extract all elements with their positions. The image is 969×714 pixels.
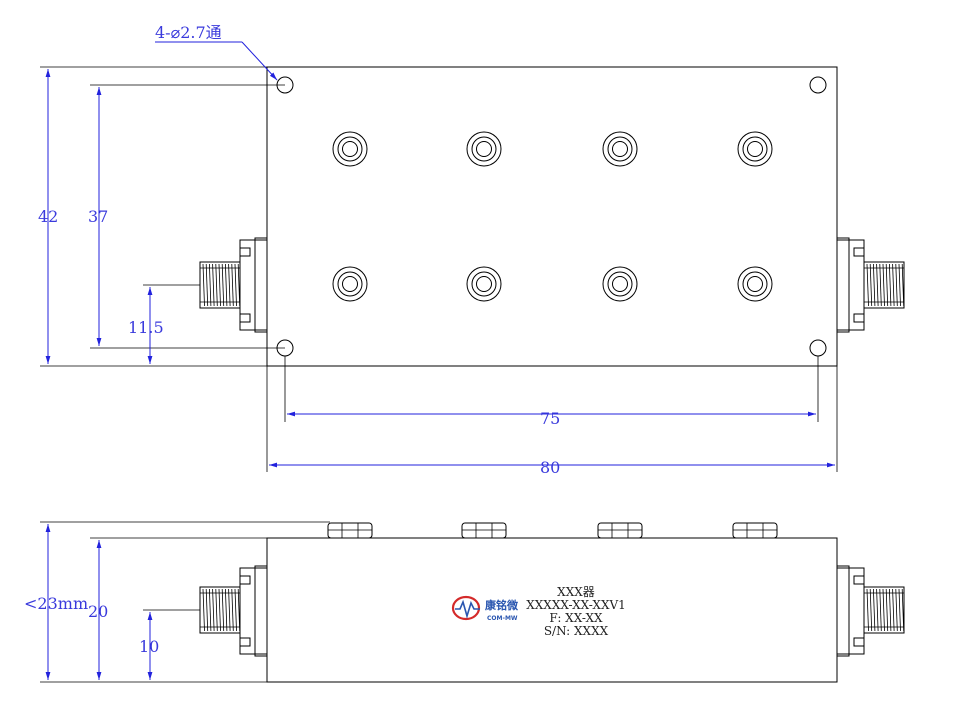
tuning-screw: [332, 266, 368, 302]
side-view: <23mm 20 10 康铭微 COM-MW XXX器 XXXXX-XX-XXV…: [24, 521, 905, 683]
right-connector-top: [836, 237, 905, 333]
label-line2: XXXXX-XX-XXV1: [526, 598, 626, 612]
logo-ring-icon: [451, 595, 481, 621]
mounting-hole: [809, 76, 827, 94]
dim-connector-height: 10: [139, 637, 159, 656]
side-extension-lines: [40, 521, 330, 683]
top-view-body: [266, 66, 838, 367]
tuning-screw: [737, 131, 773, 167]
tuning-screw: [602, 131, 638, 167]
left-connector-top: [199, 237, 268, 333]
dim-connector-offset: 11.5: [128, 318, 164, 337]
connector-thread: [864, 588, 905, 632]
tuning-screw: [332, 131, 368, 167]
hole-note: 4-⌀2.7通: [155, 23, 222, 42]
screw-nut: [732, 522, 778, 539]
company-logo: 康铭微 COM-MW: [451, 595, 519, 622]
top-view: 4-⌀2.7通 42 37 11.5 75 80: [38, 23, 905, 477]
left-connector-side: [199, 565, 268, 657]
tuning-screw: [602, 266, 638, 302]
screw-nut: [597, 522, 643, 539]
logo-en: COM-MW: [487, 615, 518, 622]
hole-note-leader: [241, 41, 278, 81]
top-extension-lines: [40, 66, 838, 472]
tuning-screw: [466, 266, 502, 302]
logo-cn: 康铭微: [485, 598, 519, 612]
right-connector-side: [836, 565, 905, 657]
connector-thread: [200, 588, 241, 632]
product-label: 康铭微 COM-MW XXX器 XXXXX-XX-XXV1 F: XX-XX S…: [451, 585, 626, 638]
label-line4: S/N: XXXX: [544, 624, 609, 638]
connector-thread: [864, 263, 905, 307]
label-line3: F: XX-XX: [549, 611, 603, 625]
dim-height-body: 20: [88, 602, 108, 621]
dim-height-outer: 42: [38, 207, 58, 226]
dim-height-max: <23mm: [24, 594, 88, 613]
logo-wave-icon: [455, 599, 480, 619]
connector-thread: [200, 263, 241, 307]
mounting-holes: [276, 76, 827, 357]
label-line1: XXX器: [557, 585, 595, 599]
screw-nuts: [327, 522, 778, 539]
dim-width-outer: 80: [540, 458, 560, 477]
screw-nut: [461, 522, 507, 539]
mounting-hole: [809, 339, 827, 357]
screw-nut: [327, 522, 373, 539]
tuning-screws: [332, 131, 773, 302]
dim-width-holes: 75: [540, 409, 560, 428]
dim-height-holes: 37: [88, 207, 108, 226]
tuning-screw: [466, 131, 502, 167]
tuning-screw: [737, 266, 773, 302]
